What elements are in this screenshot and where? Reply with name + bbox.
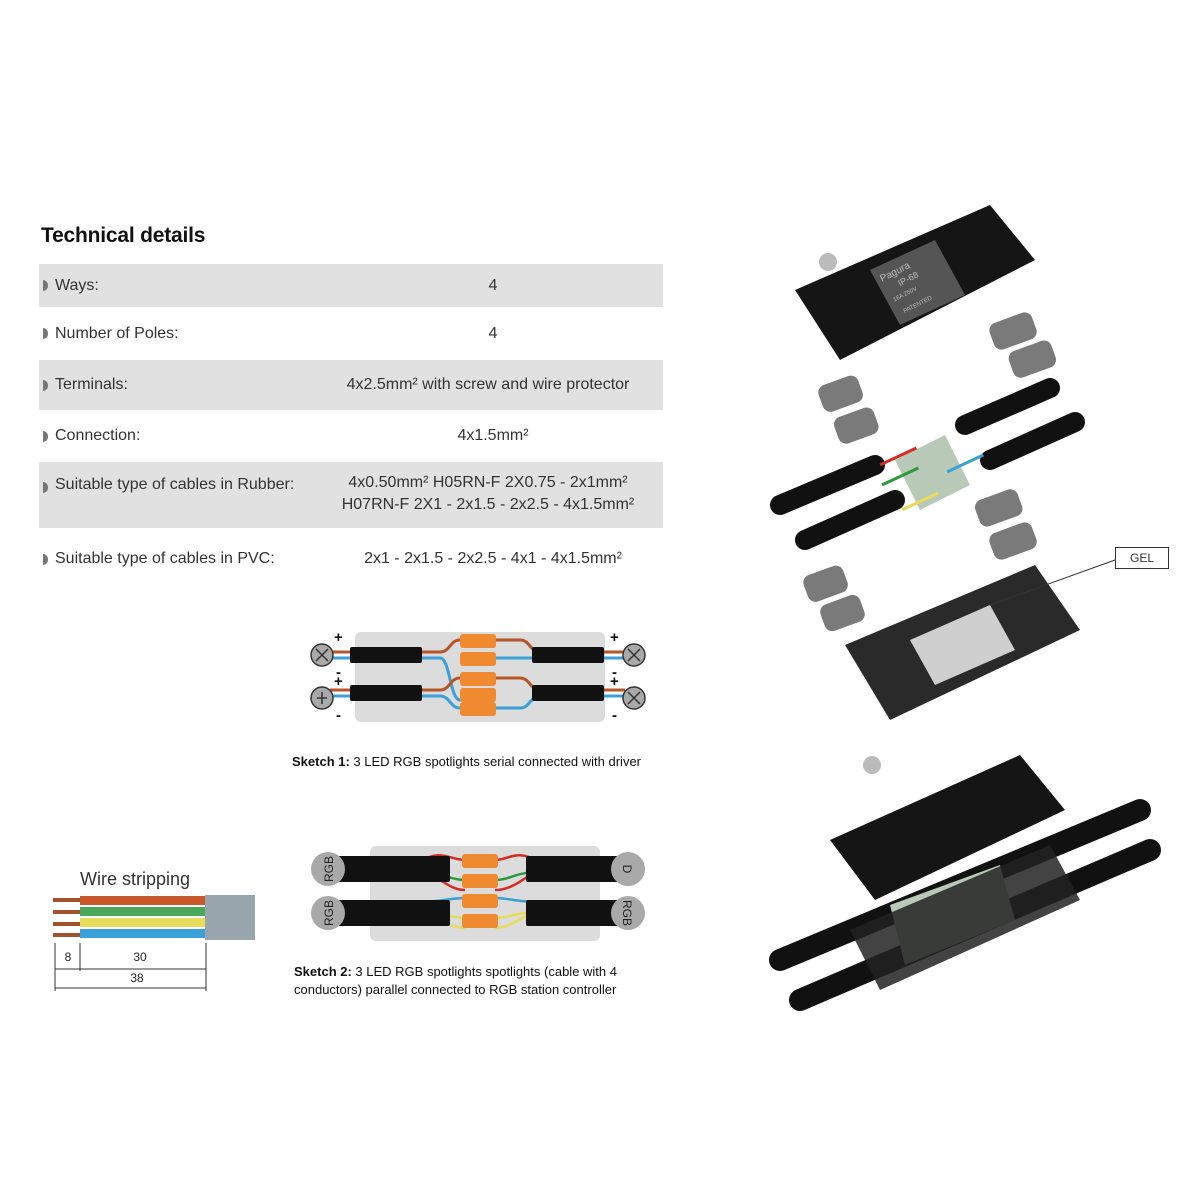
gel-compartment: [910, 605, 1015, 685]
minus-sign: -: [612, 664, 617, 681]
plus-sign: +: [334, 629, 343, 646]
minus-sign: -: [336, 664, 341, 681]
cables: [350, 647, 604, 701]
spec-value: 4x2.5mm² with screw and wire protector: [346, 376, 630, 393]
dim-total: 38: [130, 971, 144, 985]
spec-row-poles: Number of Poles: 4: [39, 307, 663, 360]
page-title: Technical details: [41, 224, 206, 247]
bullet-icon: [43, 280, 48, 291]
bullet-icon: [43, 553, 48, 565]
dim-strip: 8: [65, 950, 72, 964]
plus-sign: +: [610, 673, 619, 690]
screw-icon: [819, 253, 837, 271]
dimension-lines: [54, 943, 207, 991]
spec-value-line2: H07RN-F 2X1 - 2x1.5 - 2x2.5 - 4x1.5mm²: [341, 496, 635, 513]
bottom-housing: [845, 559, 1116, 720]
spec-label: Terminals:: [55, 376, 128, 393]
device-circles: [311, 852, 645, 930]
plus-sign: +: [610, 629, 619, 646]
spec-label: Suitable type of cables in PVC:: [55, 550, 275, 567]
wire-blue: [80, 929, 215, 938]
gel-label: GEL: [1115, 547, 1169, 569]
rgb-label: RGB: [322, 856, 336, 882]
spec-row-rubber: Suitable type of cables in Rubber: 4x0.5…: [39, 462, 663, 528]
spec-label: Suitable type of cables in Rubber:: [55, 476, 295, 493]
gel-leader-line: [989, 559, 1116, 606]
spec-value: 4: [488, 276, 498, 294]
spec-row-ways: Ways: 4: [39, 264, 663, 307]
terminal-block: [879, 435, 984, 512]
terminal-blocks: [462, 854, 498, 928]
wire-stripping-title: Wire stripping: [80, 869, 191, 889]
plus-sign: +: [334, 673, 343, 690]
bullet-icon: [43, 482, 48, 493]
spec-row-terminals: Terminals: 4x2.5mm² with screw and wire …: [39, 360, 663, 410]
sketch2-caption: Sketch 2: 3 LED RGB spotlights spotlight…: [294, 964, 617, 997]
spec-label: Connection:: [55, 427, 141, 444]
spec-value: 4: [488, 324, 498, 342]
copper-ends: [53, 898, 81, 937]
sketch1-diagram: + - + - + - + -: [310, 629, 646, 724]
spotlight-icons: [310, 643, 646, 710]
spec-value-line1: 4x0.50mm² H05RN-F 2X0.75 - 2x1mm²: [348, 474, 628, 491]
bullet-icon: [43, 379, 48, 391]
cables: [770, 378, 1085, 550]
cables: [330, 856, 636, 926]
wire-brown: [80, 896, 215, 905]
sketch1-caption: Sketch 1: 3 LED RGB spotlights serial co…: [292, 754, 641, 769]
screw-icon: [863, 756, 881, 774]
cable-clamps: [803, 312, 1057, 632]
minus-sign: -: [336, 707, 341, 724]
assembled-connector: [769, 755, 1161, 1011]
spec-value: 4x0.50mm² H05RN-F 2X0.75 - 2x1mm² H07RN-F…: [318, 472, 658, 516]
rgb-label: RGB: [620, 900, 634, 926]
terminal-blocks: [460, 634, 496, 716]
spec-label: Number of Poles:: [55, 324, 179, 342]
wire-stripping-diagram: 8 30 38: [53, 895, 255, 991]
minus-sign: -: [612, 707, 617, 724]
wire-green: [80, 907, 215, 916]
spec-value: 4x1.5mm²: [457, 427, 529, 444]
driver-label: D: [620, 865, 634, 874]
bullet-icon: [43, 430, 48, 442]
spec-row-pvc: Suitable type of cables in PVC: 2x1 - 2x…: [39, 528, 663, 590]
rgb-label: RGB: [322, 900, 336, 926]
bullet-icon: [43, 328, 48, 339]
product-exploded-view: Pagura IP-68 16A 250V PATENTED: [769, 205, 1161, 1011]
spec-table: Ways: 4 Number of Poles: 4 Terminals: 4x…: [39, 264, 663, 590]
cable-sheath: [205, 895, 255, 940]
spec-value: 2x1 - 2x1.5 - 2x2.5 - 4x1 - 4x1.5mm²: [364, 550, 622, 567]
sketch2-diagram: RGB RGB D RGB: [311, 846, 645, 941]
spec-row-connection: Connection: 4x1.5mm²: [39, 410, 663, 462]
wire-yellow: [80, 918, 215, 927]
top-cover: Pagura IP-68 16A 250V PATENTED: [795, 205, 1035, 360]
spec-label: Ways:: [55, 276, 99, 294]
dim-sheath: 30: [133, 950, 147, 964]
